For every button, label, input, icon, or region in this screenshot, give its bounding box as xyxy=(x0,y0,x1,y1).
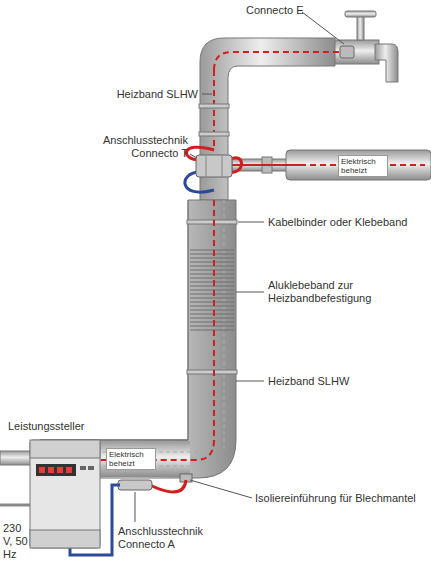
power-controller xyxy=(30,440,100,548)
end-connector xyxy=(340,46,354,58)
connection-kit xyxy=(118,480,152,490)
power-cord xyxy=(0,504,30,507)
part-label: Aluklebeband zur Heizbandbefestigung xyxy=(268,279,408,305)
faucet xyxy=(333,11,398,82)
pipe xyxy=(286,150,431,180)
part-label: Anschlusstechnik Connecto T xyxy=(96,134,188,160)
aluminium-tape xyxy=(190,248,234,332)
part-label: Heizband SLHW xyxy=(100,88,198,101)
pipe-tag: Elektrisch beheizt xyxy=(338,155,388,177)
part-label: Kabelbinder oder Klebeband xyxy=(268,216,428,229)
pipe-tag: Elektrisch beheizt xyxy=(106,448,156,470)
part-label: 230 V, 50 Hz xyxy=(3,522,33,561)
part-label: Heizband SLHW xyxy=(268,375,388,388)
part-label: Isoliereinführung für Blechmantel xyxy=(255,492,427,505)
part-label: Leistungssteller xyxy=(8,420,118,433)
part-label: Connecto E xyxy=(246,4,326,17)
cable-tie xyxy=(187,220,237,224)
part-label: Anschlusstechnik Connecto A xyxy=(118,525,218,551)
insulated-pipe xyxy=(40,200,236,478)
tee-connector xyxy=(185,147,242,192)
cable-tie xyxy=(187,370,237,374)
